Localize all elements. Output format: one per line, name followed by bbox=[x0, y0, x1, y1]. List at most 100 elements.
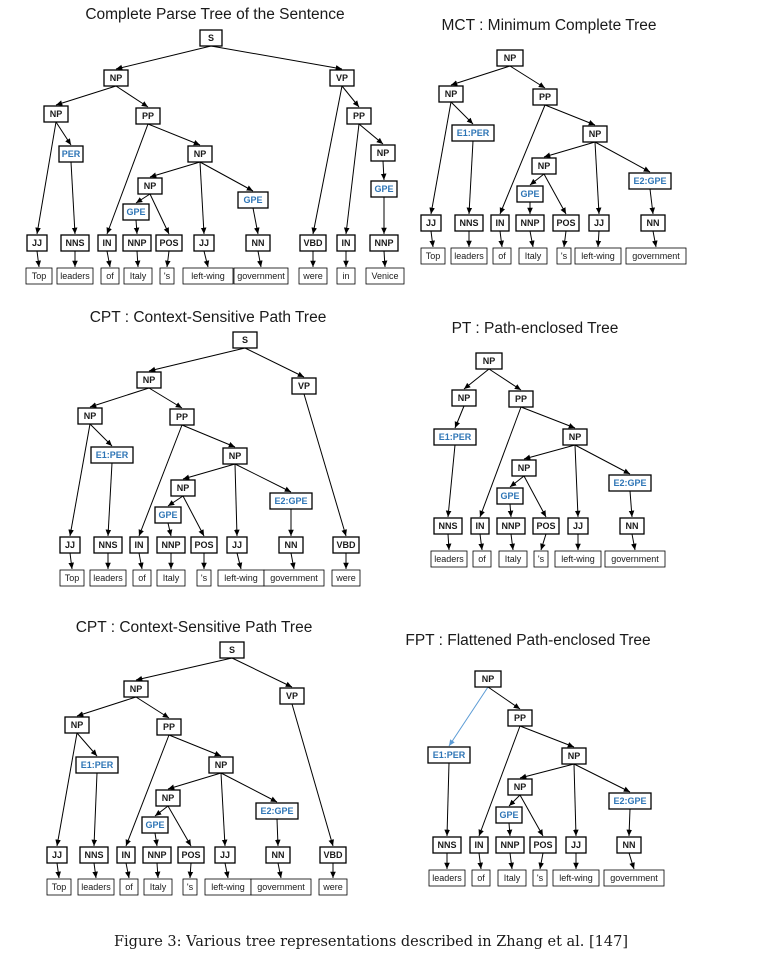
tree-node-box bbox=[515, 214, 545, 232]
tree-edge bbox=[135, 657, 233, 682]
tree-node-box bbox=[471, 869, 491, 887]
node-pp: PP bbox=[539, 92, 551, 102]
tree-node-box bbox=[562, 428, 588, 446]
tree-node-box bbox=[169, 408, 195, 426]
node-nns: NNS bbox=[84, 850, 103, 860]
tree-node-box bbox=[329, 69, 355, 87]
tree-edge bbox=[450, 65, 511, 86]
tree-edge bbox=[498, 230, 504, 248]
tree-edge bbox=[509, 65, 546, 89]
node-np: NP bbox=[130, 684, 143, 694]
tree-edge bbox=[181, 424, 236, 448]
tree-edge bbox=[149, 161, 201, 178]
tree-edge bbox=[445, 533, 452, 551]
tree-node-box bbox=[89, 569, 127, 587]
tree-edges bbox=[444, 686, 635, 870]
tree-edge bbox=[134, 250, 141, 268]
tree-edge bbox=[89, 423, 113, 447]
tree-edge bbox=[199, 161, 254, 192]
word-of: of bbox=[138, 573, 146, 583]
tree-edge bbox=[506, 822, 513, 837]
tree-edge bbox=[466, 140, 474, 215]
tree-edge bbox=[454, 405, 465, 429]
node-gpe: GPE bbox=[158, 510, 177, 520]
tree-edges bbox=[68, 347, 349, 570]
tree-node-box bbox=[25, 267, 53, 285]
tree-node-box bbox=[496, 487, 524, 505]
tree-edge bbox=[147, 123, 201, 146]
node-np: NP bbox=[50, 109, 63, 119]
tree-edge bbox=[167, 772, 222, 790]
word-italy: Italy bbox=[150, 882, 167, 892]
node-np: NP bbox=[84, 411, 97, 421]
tree-edge bbox=[573, 763, 631, 793]
tree-node-box bbox=[122, 203, 150, 221]
tree-node-box bbox=[561, 747, 587, 765]
tree-node-box bbox=[263, 569, 325, 587]
tree-edge bbox=[274, 818, 281, 847]
tree-node-box bbox=[475, 352, 503, 370]
word-italy: Italy bbox=[504, 873, 521, 883]
node-in: IN bbox=[475, 840, 484, 850]
tree-edge bbox=[154, 805, 169, 817]
tree-node-box bbox=[608, 474, 652, 492]
node-jj: JJ bbox=[199, 238, 209, 248]
tree-node-box bbox=[141, 816, 169, 834]
tree-node-box bbox=[182, 878, 198, 896]
word-leaders: leaders bbox=[454, 251, 484, 261]
word-government: government bbox=[237, 271, 285, 281]
tree-edge bbox=[135, 193, 151, 204]
tree-node-box bbox=[616, 836, 642, 854]
tree-node-box bbox=[269, 492, 313, 510]
tree-node-box bbox=[582, 125, 608, 143]
tree-node-box bbox=[640, 214, 666, 232]
tree-edge bbox=[574, 444, 631, 475]
node-in: IN bbox=[496, 218, 505, 228]
tree-edge bbox=[89, 387, 150, 408]
tree-node-box bbox=[170, 479, 196, 497]
tree-edge bbox=[631, 533, 637, 551]
node-np: NP bbox=[589, 129, 602, 139]
tree-node-box bbox=[177, 846, 205, 864]
tree-edge bbox=[649, 188, 656, 215]
tree-node-box bbox=[567, 517, 589, 535]
node-pos: POS bbox=[181, 850, 200, 860]
word-of: of bbox=[106, 271, 114, 281]
node-pp: PP bbox=[514, 713, 526, 723]
tree-node-box bbox=[336, 267, 356, 285]
tree-edge bbox=[450, 101, 474, 125]
tree-edge bbox=[166, 522, 173, 537]
word-s: 's bbox=[164, 271, 171, 281]
tree-node-box bbox=[187, 145, 213, 163]
node-e2-gpe: E2:GPE bbox=[613, 478, 646, 488]
tree-node-box bbox=[496, 517, 526, 535]
tree-edge bbox=[199, 161, 207, 235]
tree-node-box bbox=[427, 746, 471, 764]
word-top: Top bbox=[52, 882, 67, 892]
tree-edge bbox=[478, 725, 521, 837]
node-in: IN bbox=[476, 521, 485, 531]
tree-edges bbox=[429, 65, 658, 248]
tree-edge bbox=[508, 852, 514, 870]
word-s: 's bbox=[561, 251, 568, 261]
tree-node-box bbox=[208, 756, 234, 774]
tree-edge bbox=[106, 123, 149, 235]
word-top: Top bbox=[426, 251, 441, 261]
tree-node-box bbox=[182, 267, 234, 285]
tree-node-box bbox=[319, 846, 347, 864]
tree-edge bbox=[220, 772, 278, 803]
node-vp: VP bbox=[286, 691, 298, 701]
node-np: NP bbox=[482, 674, 495, 684]
tree-node-box bbox=[56, 267, 94, 285]
tree-edge bbox=[68, 423, 91, 537]
tree-title: PT : Path-enclosed Tree bbox=[452, 320, 619, 337]
tree-edge bbox=[523, 475, 547, 518]
tree-node-box bbox=[492, 247, 512, 265]
tree-edge bbox=[341, 85, 360, 108]
node-pp: PP bbox=[142, 111, 154, 121]
tree-node-box bbox=[318, 878, 348, 896]
node-np: NP bbox=[568, 751, 581, 761]
word-left-wing: left-wing bbox=[191, 271, 225, 281]
node-np: NP bbox=[518, 463, 531, 473]
